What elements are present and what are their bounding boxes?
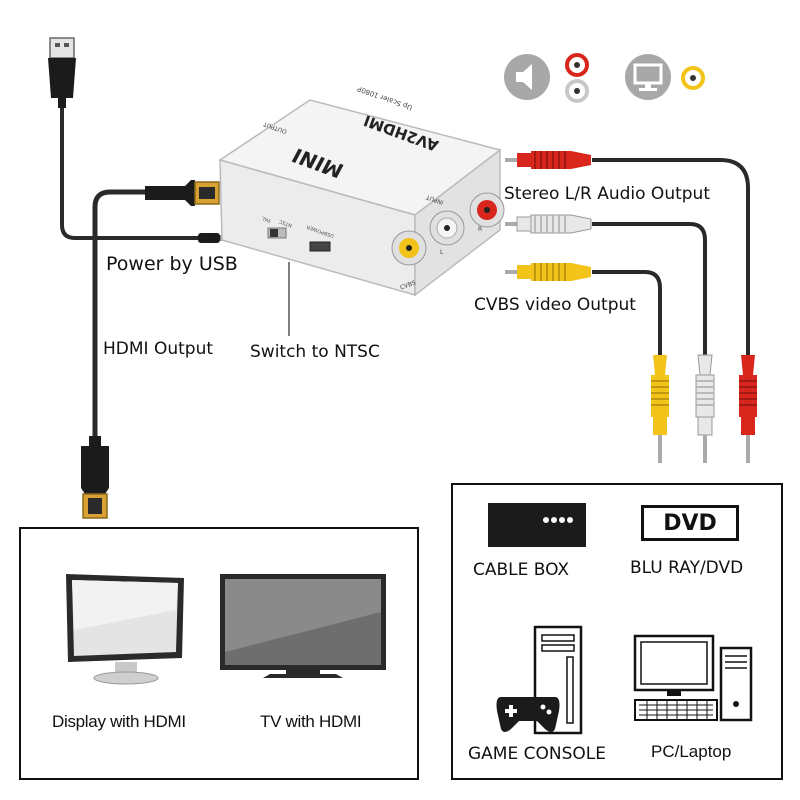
game-console-icon [496,625,583,735]
label-power-by-usb: Power by USB [106,253,238,275]
usb-plug [48,37,76,108]
label-hdmi-output: HDMI Output [103,339,214,359]
label-switch-to-ntsc: Switch to NTSC [250,342,380,362]
dvd-badge: DVD [641,505,739,541]
tv-label: TV with HDMI [260,712,362,731]
cable-box-label: CABLE BOX [473,560,570,580]
rca-plug-white-horizontal [505,214,592,234]
display-label: Display with HDMI [52,712,186,731]
pc-label: PC/Laptop [651,742,732,761]
tv-icon [220,574,386,678]
bluray-label: BLU RAY/DVD [630,558,744,578]
hdmi-plug-bottom [81,436,109,519]
rca-plug-yellow-vertical [651,355,669,463]
display-icon [66,574,184,685]
audio-jacks-icon [565,53,589,103]
device-rca-jacks [391,192,505,266]
pc-icon [633,634,753,722]
device-jack-l-label: L [440,249,444,256]
rca-plug-white-vertical [695,354,715,463]
monitor-icon [625,54,671,100]
dvd-badge-text: DVD [663,510,717,536]
speaker-icon [504,54,550,100]
rca-plug-red-vertical [739,355,757,463]
label-cvbs-output: CVBS video Output [474,295,636,315]
rca-plug-yellow-horizontal [505,263,591,281]
hdmi-plug-top [145,180,220,206]
cable-box-icon [488,503,586,547]
rca-plug-red-horizontal [505,151,591,169]
video-jack-icon [681,66,705,90]
game-console-label: GAME CONSOLE [468,744,606,764]
device-jack-r-label: R [478,226,483,233]
label-stereo-output: Stereo L/R Audio Output [504,184,710,204]
